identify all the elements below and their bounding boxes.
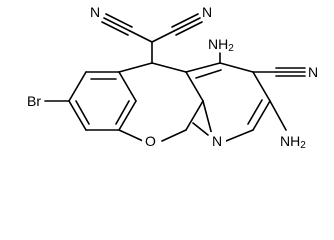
atom-nh2-top-sub: 2 — [228, 43, 234, 54]
bond-pyridine-inner-1 — [195, 69, 222, 79]
bond-benzene-6 — [68, 100, 87, 131]
bond-benzene-inner-2 — [115, 100, 130, 125]
atom-labels: Br O N N N N NH2 NH2 — [27, 4, 318, 151]
bond-cn-left-c — [105, 13, 133, 28]
bond-pyran-3 — [185, 71, 204, 102]
atom-br-label: Br — [27, 93, 41, 109]
atom-nh2-bottom-text: NH — [280, 133, 300, 149]
bond-pyridine-inner-2 — [247, 99, 263, 125]
bond-cn-right-a — [173, 17, 201, 32]
bond-pyridine-inner-3 — [192, 122, 209, 136]
atom-nh2-bottom-sub: 2 — [300, 140, 306, 151]
bond-nh2-bottom — [269, 100, 287, 131]
bond-benzene-4 — [118, 100, 137, 131]
atom-o-label: O — [145, 133, 156, 149]
atom-nh2-top-label: NH2 — [208, 36, 234, 54]
bond-pyran-1 — [118, 62, 153, 73]
bond-benzene-3 — [118, 71, 137, 102]
bond-pyridine-2 — [219, 62, 254, 73]
bond-pyridine-3 — [252, 71, 271, 102]
bond-pyran-5 — [161, 129, 187, 142]
atom-n-cn-right-label: N — [202, 4, 212, 20]
molecule-structure-diagram: Br O N N N N NH2 NH2 — [27, 4, 318, 151]
atom-n-cn-r-label: N — [308, 64, 318, 80]
atom-nh2-bottom-label: NH2 — [280, 133, 306, 151]
bond-cn-right-b — [175, 21, 203, 36]
bond-pyran-4 — [185, 100, 204, 131]
bond-cn-left-b — [101, 21, 129, 36]
bond-pyridine-5 — [225, 129, 254, 142]
bond-benzene-inner-3 — [75, 100, 90, 125]
bond-cn-right-c — [171, 13, 199, 28]
atom-nh2-top-text: NH — [208, 36, 228, 52]
atom-n-ring-bg — [210, 132, 226, 150]
atom-n-cn-left-label: N — [90, 4, 100, 20]
bond-pyran-2 — [151, 62, 187, 73]
bond-ch-left — [129, 30, 153, 43]
bond-ch-right — [151, 30, 175, 43]
bonds — [44, 13, 306, 142]
bond-cn-left-a — [103, 17, 131, 32]
bond-pyridine-1 — [185, 62, 221, 73]
atom-o-bg — [142, 132, 160, 150]
bond-pyridine-4 — [252, 100, 271, 131]
bond-pyridine-6 — [202, 100, 213, 136]
atom-n-ring-label: N — [212, 133, 222, 149]
bond-pyran-6 — [118, 129, 144, 142]
bond-benzene-1 — [68, 71, 87, 102]
